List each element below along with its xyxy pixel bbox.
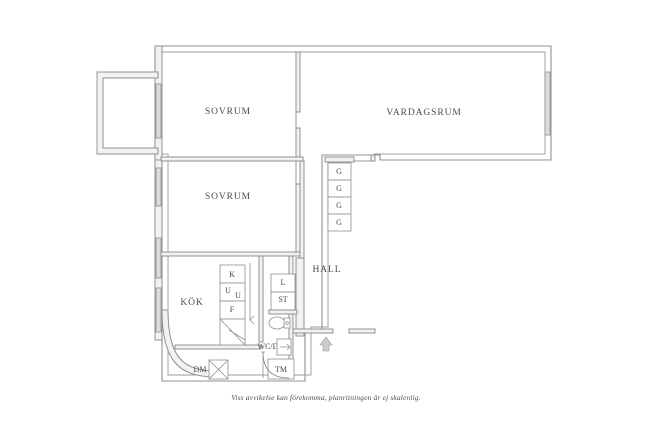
room-label-sovrum-1: SOVRUM bbox=[205, 107, 251, 117]
cabinet-label-f: F bbox=[230, 305, 235, 314]
counter-edge bbox=[249, 263, 255, 325]
wardrobe-label-2: G bbox=[336, 184, 342, 193]
washer-label-tm: TM bbox=[275, 365, 287, 374]
room-sovrum-1: SOVRUM bbox=[205, 107, 251, 117]
wc-basin bbox=[276, 338, 292, 356]
window-kok-upper bbox=[155, 237, 162, 279]
partition-kok-bottom bbox=[174, 344, 262, 350]
window-kok-lower bbox=[155, 287, 162, 333]
door-leaf-wc bbox=[261, 351, 265, 378]
hall-wardrobes: G G G G bbox=[324, 156, 355, 232]
wardrobe-label-1: G bbox=[336, 167, 342, 176]
wardrobe-label-4: G bbox=[336, 218, 342, 227]
room-label-hall: HALL bbox=[313, 265, 342, 275]
wardrobe-label-3: G bbox=[336, 201, 342, 210]
room-label-wc-d: WC/D bbox=[258, 342, 279, 351]
toilet-fixture bbox=[268, 316, 291, 330]
dishwasher-fixture: DM bbox=[194, 359, 229, 380]
room-vardagsrum: VARDAGSRUM bbox=[386, 108, 461, 118]
linen-label-l: L bbox=[281, 278, 286, 287]
dishwasher-label-dm: DM bbox=[194, 365, 207, 374]
interior-partitions bbox=[160, 51, 376, 379]
basin-tap-icon bbox=[280, 343, 291, 351]
partition-sovrum2-kok bbox=[160, 251, 304, 257]
partition-hall-left-lower bbox=[295, 257, 305, 337]
windows bbox=[155, 71, 551, 333]
toilet-bowl-icon bbox=[268, 316, 286, 330]
room-label-vardagsrum: VARDAGSRUM bbox=[386, 108, 461, 118]
room-hall: HALL bbox=[313, 265, 342, 275]
window-vardagsrum-right bbox=[544, 71, 551, 136]
partition-entry-left bbox=[292, 328, 334, 334]
storage-label-st: ST bbox=[278, 295, 287, 304]
partition-hall-left-upper bbox=[299, 160, 305, 262]
cabinet-label-u-1: U bbox=[225, 286, 231, 295]
linen-stack-base bbox=[268, 309, 298, 315]
room-kok: KÖK bbox=[180, 296, 203, 308]
window-sovrum-2 bbox=[155, 167, 162, 207]
cabinet-label-k: K bbox=[229, 270, 235, 279]
partition-sovrum1-vardagsrum-upper bbox=[295, 51, 301, 113]
disclaimer-caption: Viss avvikelse kan förekomma, planritnin… bbox=[231, 393, 421, 402]
kitchen-cabinet-run: K U U F bbox=[219, 263, 255, 346]
doors bbox=[261, 112, 297, 379]
kitchen-curved-wall bbox=[161, 309, 217, 378]
partition-hall-right-return bbox=[370, 154, 376, 162]
partition-sovrum1-vardagsrum-lower bbox=[295, 127, 301, 162]
entrance-arrow-icon bbox=[319, 336, 333, 352]
room-label-sovrum-2: SOVRUM bbox=[205, 192, 251, 202]
dishwasher-cross-icon bbox=[208, 359, 229, 380]
cabinet-box-u bbox=[219, 282, 246, 302]
washer-fixture: TM bbox=[267, 358, 295, 380]
partition-entry-right bbox=[348, 328, 376, 334]
balcony bbox=[96, 71, 159, 155]
room-sovrum-2: SOVRUM bbox=[205, 192, 251, 202]
bath-linen-stack: L ST bbox=[268, 273, 298, 315]
partition-sovrum2-right bbox=[295, 183, 301, 257]
partition-between-bedrooms bbox=[160, 156, 304, 162]
stove-diagonal-2 bbox=[228, 329, 246, 341]
cabinet-label-u-2: U bbox=[235, 291, 241, 300]
room-label-kok: KÖK bbox=[180, 296, 203, 308]
toilet-cistern-icon bbox=[283, 317, 291, 329]
partition-kok-wc bbox=[258, 255, 264, 343]
room-wc-d: WC/D bbox=[258, 342, 279, 351]
washer-box-tm bbox=[267, 358, 295, 380]
window-balcony-door bbox=[155, 83, 162, 139]
wardrobe-box-4 bbox=[327, 213, 352, 232]
